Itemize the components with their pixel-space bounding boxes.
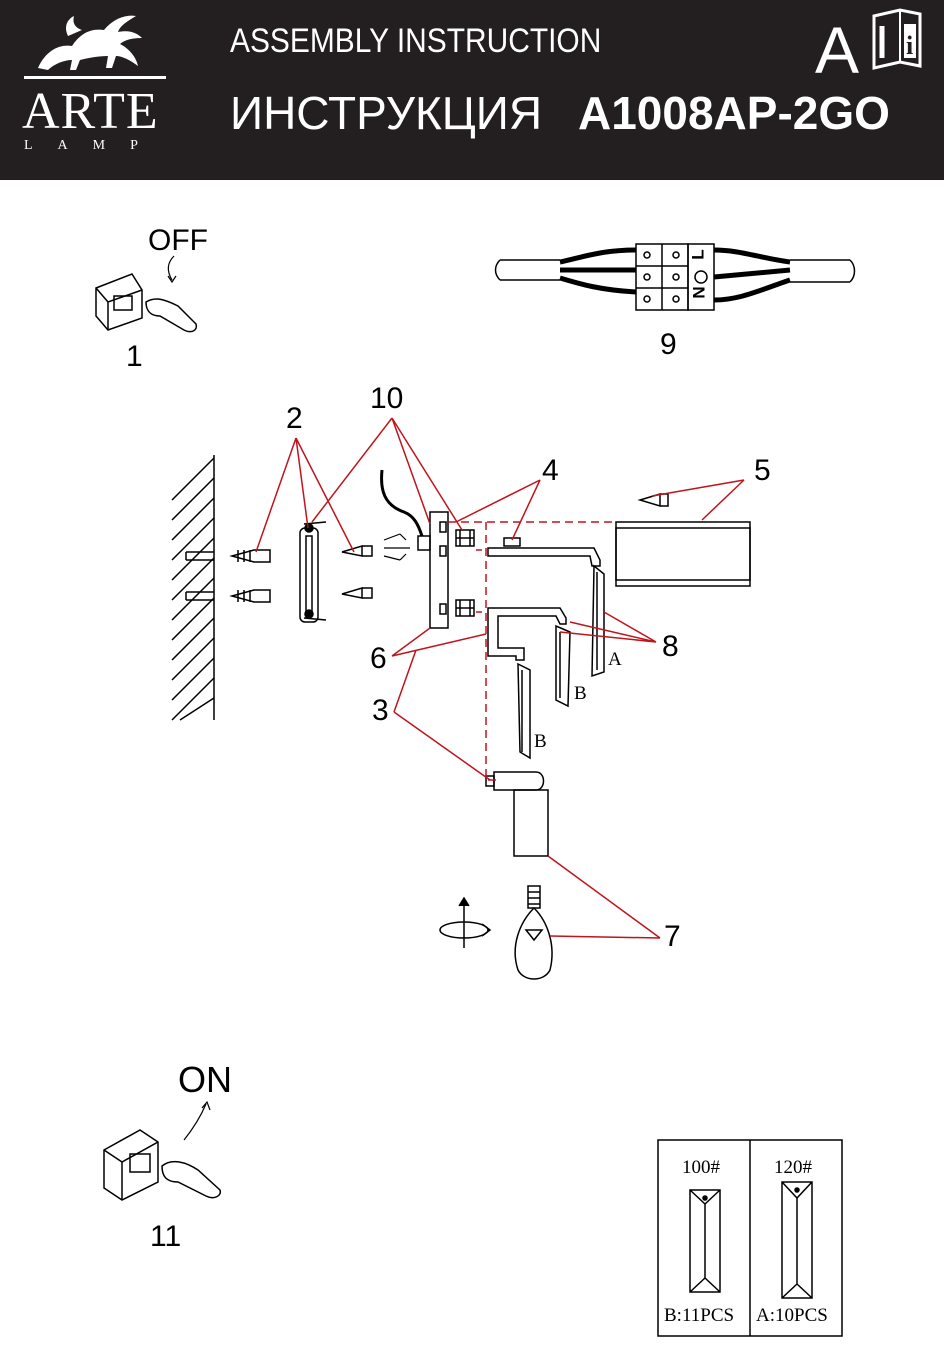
switch-off-label: OFF	[148, 224, 208, 257]
title-english: ASSEMBLY INSTRUCTION	[230, 22, 602, 60]
header-banner: ARTE LAMP ASSEMBLY INSTRUCTION ИНСТРУКЦИ…	[0, 0, 944, 180]
svg-text:i: i	[906, 31, 913, 60]
terminal-n-label: N	[689, 286, 709, 299]
crystal-b-lower	[517, 662, 531, 760]
lower-arm	[487, 607, 567, 661]
wall-switch-off-icon	[95, 255, 198, 333]
lamp-cylinder	[485, 771, 549, 857]
terminal-l-label: L	[688, 249, 708, 260]
crystal-100-icon	[689, 1189, 721, 1293]
class-badge-letter: A	[815, 13, 860, 87]
glass-shade	[615, 492, 751, 587]
crystal-a	[591, 564, 605, 678]
crystal-a-label: A	[608, 649, 622, 670]
crystal-b-upper	[555, 624, 571, 708]
step-6-label: 6	[370, 642, 387, 675]
griffin-logo-icon	[24, 15, 166, 79]
crystal-b-lower-label: B	[534, 731, 547, 752]
crystal-120-icon	[781, 1181, 813, 1299]
supply-cable	[380, 469, 424, 537]
step-3-label: 3	[372, 694, 389, 727]
rotate-arrow-icon	[439, 896, 492, 948]
wall-hatching	[171, 455, 215, 721]
title-russian: ИНСТРУКЦИЯ	[230, 87, 543, 139]
candle-bulb-icon	[514, 885, 553, 980]
assembly-diagram	[95, 243, 856, 1337]
step-5-label: 5	[754, 454, 771, 487]
step-7-label: 7	[664, 920, 681, 953]
mounting-bracket	[299, 521, 327, 623]
step-9-label: 9	[660, 328, 677, 361]
manual-info-icon: i	[872, 8, 922, 70]
step-11-label: 11	[150, 1220, 182, 1253]
step-10-label: 10	[370, 382, 404, 415]
crystal-100-code: 100#	[682, 1157, 720, 1178]
crystal-b-upper-label: B	[574, 683, 587, 704]
terminal-block-icon	[494, 243, 856, 311]
crystal-100-qty: B:11PCS	[664, 1305, 735, 1326]
leader-lines	[255, 417, 745, 939]
crystal-120-qty: A:10PCS	[756, 1305, 828, 1326]
crystal-120-code: 120#	[774, 1157, 812, 1178]
wall-switch-on-icon	[103, 1100, 222, 1201]
brand-wordmark: ARTE	[22, 83, 159, 140]
step-8-label: 8	[662, 630, 679, 663]
switch-on-label: ON	[178, 1059, 232, 1100]
upper-arm	[487, 547, 601, 567]
step-2-label: 2	[286, 402, 303, 435]
brand-subtitle: LAMP	[24, 138, 163, 153]
wall-dowels	[229, 549, 271, 603]
backplate	[417, 511, 449, 629]
step-4-label: 4	[542, 454, 559, 487]
parts-table	[657, 1139, 843, 1337]
wall-screws	[341, 544, 373, 599]
model-number: A1008AP-2GO	[578, 87, 890, 139]
step-1-label: 1	[126, 340, 143, 373]
